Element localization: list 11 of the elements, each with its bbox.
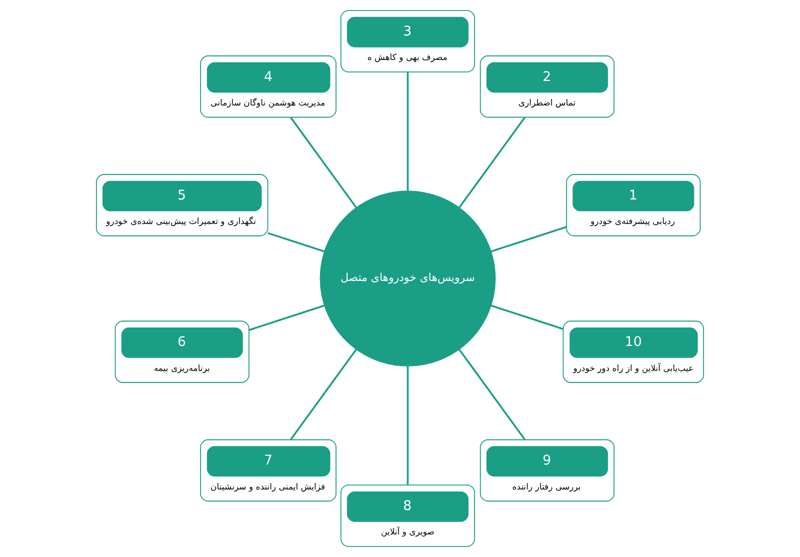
connector <box>268 232 326 253</box>
connector <box>490 226 567 253</box>
connector <box>490 304 564 330</box>
node-circle: سرویس‌های خودروهای متصل <box>320 190 496 366</box>
connector <box>290 116 358 209</box>
connector <box>458 116 526 209</box>
connector <box>248 304 326 331</box>
connector <box>458 348 526 440</box>
connector <box>290 348 358 440</box>
connector <box>406 365 409 485</box>
connector <box>406 72 409 192</box>
